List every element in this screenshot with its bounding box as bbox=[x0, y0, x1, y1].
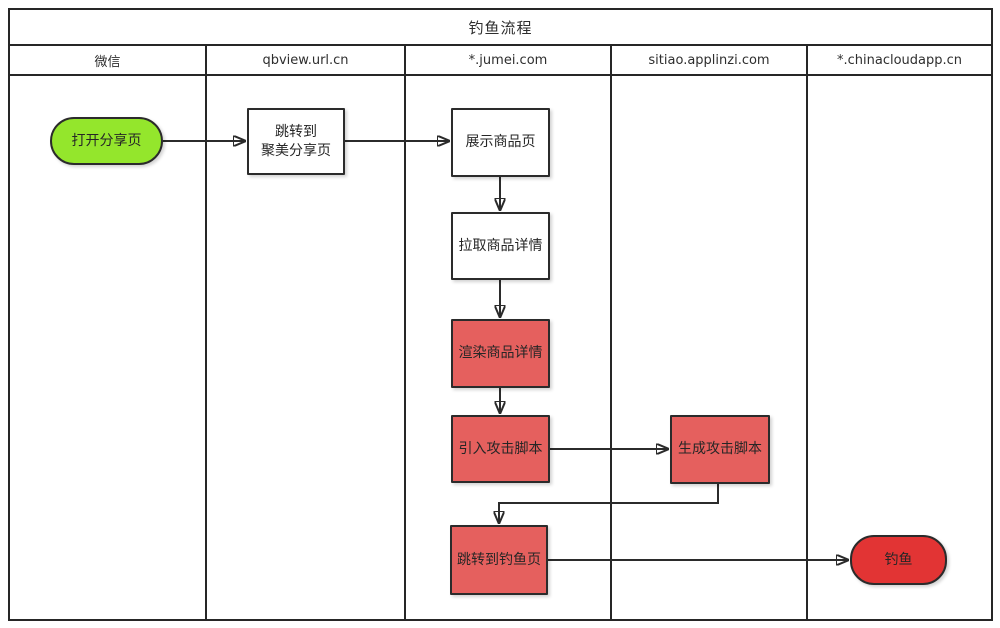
node-label-line2: 聚美分享页 bbox=[261, 142, 331, 159]
node-show-product-page: 展示商品页 bbox=[451, 108, 550, 177]
node-generate-attack-script: 生成攻击脚本 bbox=[670, 415, 770, 484]
node-label: 跳转到钓鱼页 bbox=[457, 551, 541, 568]
lane-label: *.jumei.com bbox=[468, 52, 548, 68]
node-open-share-page: 打开分享页 bbox=[50, 117, 163, 165]
diagram-title-row: 钓鱼流程 bbox=[10, 10, 991, 44]
swimlane-divider-1 bbox=[205, 46, 207, 619]
swimlane-divider-3 bbox=[610, 46, 612, 619]
node-label: 钓鱼 bbox=[884, 551, 913, 568]
lane-label: *.chinacloudapp.cn bbox=[836, 52, 963, 68]
node-label: 引入攻击脚本 bbox=[458, 440, 543, 457]
node-jump-to-phishing-page: 跳转到钓鱼页 bbox=[450, 525, 548, 595]
node-fetch-product-detail: 拉取商品详情 bbox=[451, 212, 550, 280]
lane-label: sitiao.applinzi.com bbox=[648, 52, 770, 68]
node-label: 渲染商品详情 bbox=[458, 345, 543, 361]
lane-label: qbview.url.cn bbox=[262, 52, 349, 68]
node-inject-attack-script: 引入攻击脚本 bbox=[451, 415, 550, 483]
node-label-line1: 跳转到 bbox=[275, 123, 317, 140]
node-label: 拉取商品详情 bbox=[458, 237, 543, 254]
node-render-product-detail: 渲染商品详情 bbox=[451, 319, 550, 388]
lane-header-divider bbox=[10, 74, 991, 76]
title-divider bbox=[10, 44, 991, 46]
node-label: 展示商品页 bbox=[465, 134, 536, 150]
node-phishing: 钓鱼 bbox=[850, 535, 947, 585]
lane-header-weixin: 微信 bbox=[10, 46, 205, 74]
lane-header-qbview: qbview.url.cn bbox=[207, 46, 404, 74]
lane-header-jumei: *.jumei.com bbox=[406, 46, 610, 74]
lane-label: 微信 bbox=[94, 54, 121, 70]
node-label: 生成攻击脚本 bbox=[678, 441, 762, 457]
diagram-title: 钓鱼流程 bbox=[468, 18, 533, 37]
swimlane-divider-4 bbox=[806, 46, 808, 619]
swimlane-divider-2 bbox=[404, 46, 406, 619]
lane-header-sitiao: sitiao.applinzi.com bbox=[612, 46, 806, 74]
node-jump-to-jumei-share: 跳转到 聚美分享页 bbox=[247, 108, 345, 175]
node-label: 打开分享页 bbox=[71, 132, 142, 149]
lane-header-chinacloud: *.chinacloudapp.cn bbox=[808, 46, 991, 74]
